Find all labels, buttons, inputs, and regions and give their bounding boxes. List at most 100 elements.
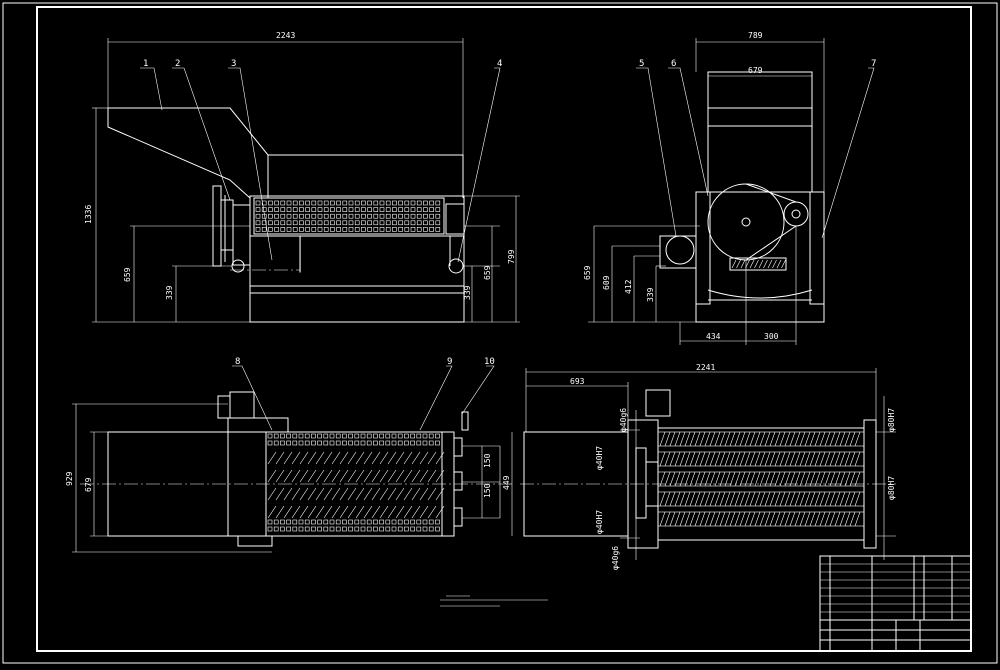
roller-hatch — [765, 452, 770, 466]
mesh-cell — [256, 214, 260, 218]
roller-hatch — [820, 492, 825, 506]
mesh-cell — [330, 201, 334, 205]
mesh-cell — [380, 227, 384, 231]
roller-hatch — [845, 492, 850, 506]
roller-hatch — [700, 452, 705, 466]
mesh-cell — [268, 221, 272, 225]
mesh-cell — [318, 527, 322, 531]
mesh-cell — [293, 221, 297, 225]
mesh-cell — [343, 221, 347, 225]
roller-hatch — [695, 512, 700, 526]
screw-flight — [276, 488, 284, 500]
mesh-cell — [349, 527, 353, 531]
roller-hatch — [855, 432, 860, 446]
roller-hatch — [825, 432, 830, 446]
screw-flight — [284, 506, 292, 518]
roller-hatch — [840, 432, 845, 446]
mesh-cell — [337, 208, 341, 212]
balloon-3: 3 — [231, 59, 236, 69]
roller-hatch — [805, 512, 810, 526]
roller-hatch — [705, 512, 710, 526]
mesh-cell — [256, 201, 260, 205]
mesh-cell — [311, 441, 315, 445]
screw-flight — [364, 452, 372, 464]
roller-hatch — [730, 452, 735, 466]
roller-hatch — [745, 432, 750, 446]
roller-hatch — [720, 452, 725, 466]
screw-flight — [276, 452, 284, 464]
roller-hatch — [745, 452, 750, 466]
screw-flight — [412, 452, 420, 464]
roller-hatch — [785, 432, 790, 446]
roller-hatch — [705, 432, 710, 446]
dim-section-2241: 2241 — [696, 363, 715, 372]
screw-flight — [436, 470, 444, 482]
roller-hatch — [670, 512, 675, 526]
mesh-cell — [318, 441, 322, 445]
mesh-cell — [373, 441, 377, 445]
roller-hatch — [800, 452, 805, 466]
roller-hatch — [700, 512, 705, 526]
mesh-cell — [330, 221, 334, 225]
spring-coil — [759, 260, 763, 268]
mesh-cell — [293, 441, 297, 445]
dim-side-659: 659 — [583, 265, 592, 280]
inner-frame — [37, 7, 971, 651]
roller-hatch — [755, 512, 760, 526]
roller-hatch — [785, 512, 790, 526]
mesh-cell — [430, 214, 434, 218]
mesh-cell — [336, 434, 340, 438]
screw-flight — [348, 452, 356, 464]
dim-front-length: 2243 — [276, 31, 295, 40]
mesh-cell — [281, 214, 285, 218]
roller-hatch — [735, 432, 740, 446]
screw-flight — [308, 470, 316, 482]
roller-hatch — [795, 432, 800, 446]
mesh-cell — [373, 434, 377, 438]
mesh-cell — [318, 520, 322, 524]
screw-flight — [372, 506, 380, 518]
mesh-cell — [430, 221, 434, 225]
mesh-cell — [293, 214, 297, 218]
mesh-cell — [429, 527, 433, 531]
mesh-cell — [337, 221, 341, 225]
roller-hatch — [790, 452, 795, 466]
roller-hatch — [815, 432, 820, 446]
mesh-cell — [336, 520, 340, 524]
dim-section-bore-h7-a: φ40H7 — [595, 446, 604, 470]
dim-section-bore-right-bottom: φ80H7 — [887, 476, 896, 500]
mesh-cell — [280, 441, 284, 445]
roller-hatch — [855, 492, 860, 506]
mesh-cell — [417, 227, 421, 231]
screw-flight — [412, 506, 420, 518]
mesh-cell — [312, 221, 316, 225]
mesh-cell — [405, 208, 409, 212]
mesh-cell — [436, 201, 440, 205]
screw-flight — [268, 488, 276, 500]
dim-section-693: 693 — [570, 377, 585, 386]
mesh-cell — [430, 201, 434, 205]
mesh-cell — [405, 221, 409, 225]
mesh-cell — [411, 201, 415, 205]
roller-hatch — [710, 492, 715, 506]
mesh-cell — [436, 221, 440, 225]
roller-hatch — [810, 452, 815, 466]
mesh-cell — [398, 434, 402, 438]
balloon-9: 9 — [447, 357, 452, 367]
mesh-cell — [330, 527, 334, 531]
mesh-cell — [374, 221, 378, 225]
mesh-cell — [392, 221, 396, 225]
roller-hatch — [845, 452, 850, 466]
mesh-cell — [392, 520, 396, 524]
mesh-cell — [436, 227, 440, 231]
mesh-cell — [417, 221, 421, 225]
screw-flight — [324, 452, 332, 464]
roller-hatch — [740, 432, 745, 446]
mesh-cell — [306, 201, 310, 205]
roller-hatch — [830, 512, 835, 526]
mesh-cell — [374, 201, 378, 205]
screw-flight — [436, 506, 444, 518]
roller-hatch — [775, 492, 780, 506]
mesh-cell — [299, 441, 303, 445]
mesh-cell — [318, 434, 322, 438]
